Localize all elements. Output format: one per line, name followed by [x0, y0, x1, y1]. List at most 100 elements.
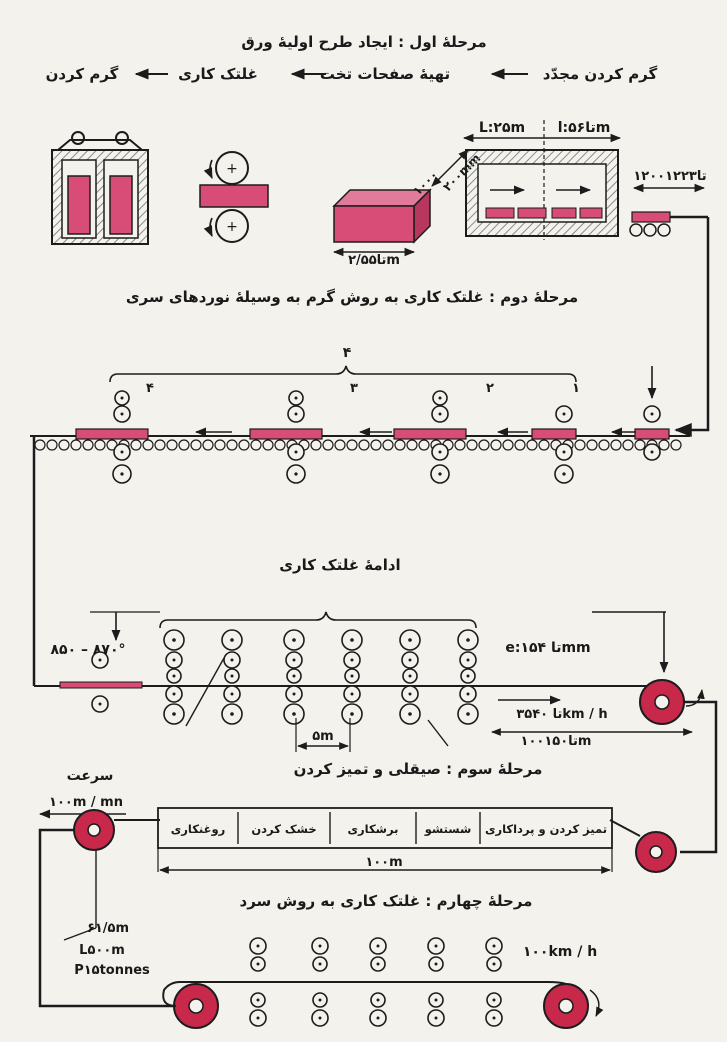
backup-roll-bottom	[112, 464, 132, 484]
flow-line-3-to-4	[38, 828, 176, 1008]
strip-speed-label: ۳۵تا ۴۰km / h	[516, 707, 607, 722]
work-roll-bottom	[555, 443, 573, 461]
table-roller	[586, 439, 598, 451]
slab-length-label: ۲/۵تا۵m	[348, 253, 400, 268]
hot-plate	[249, 428, 323, 440]
work-roll-bottom	[431, 443, 449, 461]
upper-roll	[457, 629, 479, 651]
hot-slab	[631, 211, 671, 223]
upper-roll	[401, 651, 419, 669]
table-roller	[526, 439, 538, 451]
table-roller	[154, 439, 166, 451]
table-roller	[178, 439, 190, 451]
table-roller	[490, 439, 502, 451]
treatment-step-label: روغنکاری	[171, 822, 226, 837]
cold-rolling-stand	[427, 937, 445, 1027]
roughing-stand	[531, 405, 577, 484]
flow-line-1-to-2	[674, 217, 710, 437]
upper-roll	[163, 629, 185, 651]
strip-segment	[59, 681, 143, 689]
upper-roll	[399, 629, 421, 651]
ingot-left	[67, 175, 91, 235]
table-roller	[658, 439, 670, 451]
stage1-title: مرحلهٔ اول : ایجاد طرح اولیهٔ ورق	[241, 33, 486, 51]
table-roller	[538, 439, 550, 451]
table-roller	[514, 439, 526, 451]
reheat-temperature-label: ۱۲۰۰تا۱۲۲۳	[633, 169, 706, 184]
work-roll-top	[428, 956, 444, 972]
table-roller	[34, 439, 46, 451]
finishing-stand	[163, 629, 185, 725]
table-roller	[370, 439, 382, 451]
cold-speed-label: ۱۰۰km / h	[523, 944, 597, 960]
backup-roll-bottom	[485, 1009, 503, 1027]
table-roller	[670, 439, 682, 451]
stage2b-title: ادامهٔ غلتک کاری	[279, 556, 400, 574]
table-roller	[190, 439, 202, 451]
lower-roll	[457, 703, 479, 725]
bloom	[199, 184, 269, 208]
work-roll-bottom	[486, 992, 502, 1008]
table-roller	[610, 439, 622, 451]
work-roll	[224, 668, 240, 684]
table-roller	[346, 439, 358, 451]
stage3-coil-right	[635, 831, 677, 873]
finishing-stand	[457, 629, 479, 725]
ingot-right	[109, 175, 133, 235]
reheating-furnace: L:۲۵m l:۵تا۶m	[462, 120, 622, 240]
table-roller	[82, 439, 94, 451]
work-roll-top	[312, 956, 328, 972]
flow-step-slabs: تهیهٔ صفحات تخت	[320, 65, 450, 83]
table-roller	[94, 439, 106, 451]
table-roller	[58, 439, 70, 451]
table-roller	[262, 439, 274, 451]
backup-roll-top	[427, 937, 445, 955]
lower-roll	[399, 703, 421, 725]
soaking-pit-furnace	[51, 131, 149, 245]
table-roller	[574, 439, 586, 451]
furnace-length-label: L:۲۵m	[479, 120, 525, 136]
hot-plate	[634, 428, 670, 440]
pinch-roll-bottom	[91, 695, 109, 713]
finishing-stand	[341, 629, 363, 725]
lower-roll	[285, 685, 303, 703]
work-roll	[166, 668, 182, 684]
table-roller	[226, 439, 238, 451]
treatment-step-label: برشکاری	[348, 822, 399, 836]
backup-roll-top	[114, 390, 130, 406]
strip-length-label: ۱۰۰تا۱۵۰m	[521, 734, 592, 749]
work-roll-bottom	[287, 443, 305, 461]
backup-roll-bottom	[249, 1009, 267, 1027]
work-roll	[344, 668, 360, 684]
backup-roll-top	[485, 937, 503, 955]
work-roll-bottom	[312, 992, 328, 1008]
table-roller	[130, 439, 142, 451]
work-roll-bottom	[370, 992, 386, 1008]
table-roller	[322, 439, 334, 451]
table-roller	[622, 439, 634, 451]
treatment-step-label: تمیز کردن و پرداکاری	[485, 822, 607, 837]
lower-roll	[401, 685, 419, 703]
backup-roll-bottom	[286, 464, 306, 484]
furnace-exit-table: ۱۲۰۰تا۱۲۲۳	[629, 169, 708, 237]
table-roller	[238, 439, 250, 451]
work-roll-top	[287, 405, 305, 423]
table-roller	[634, 439, 646, 451]
table-roller	[166, 439, 178, 451]
finishing-stand	[283, 629, 305, 725]
table-roller	[334, 439, 346, 451]
backup-roll-bottom	[554, 464, 574, 484]
furnace-width-label: l:۵تا۶m	[558, 120, 611, 136]
cold-rolling-stand	[485, 937, 503, 1027]
upper-roll	[341, 629, 363, 651]
table-roller	[406, 439, 418, 451]
table-roller	[274, 439, 286, 451]
cold-coil-spec: ۶۱/۵m L۵۰۰m P۱۵tonnes	[63, 850, 150, 978]
cold-uncoiler	[173, 983, 219, 1029]
flow-line-2b-to-3	[680, 700, 718, 854]
finishing-stands	[91, 629, 479, 725]
table-roller	[250, 439, 262, 451]
